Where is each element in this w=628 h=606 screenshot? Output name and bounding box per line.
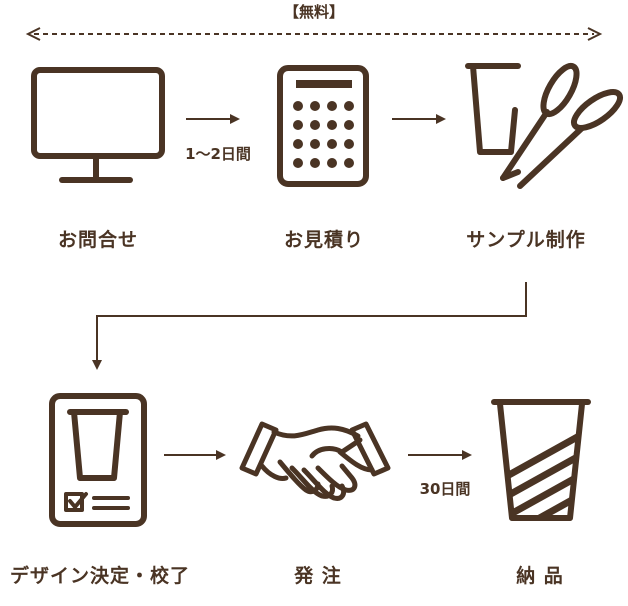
arrow-sample-to-design	[92, 282, 527, 370]
calculator-key-icon	[310, 139, 320, 149]
free-label: 【無料】	[284, 3, 344, 21]
step-label-estimate: お見積り	[284, 228, 364, 251]
checklist-tablet-icon	[49, 393, 147, 527]
step-label-inquiry: お問合せ	[58, 228, 138, 251]
calculator-key-icon	[310, 101, 320, 111]
monitor-icon	[31, 67, 165, 183]
calculator-key-icon	[293, 158, 303, 168]
calculator-key-icon	[327, 139, 337, 149]
calculator-key-icon	[344, 120, 354, 130]
step-label-design: デザイン決定・校了	[10, 564, 190, 587]
striped-cup-icon	[491, 399, 591, 521]
duration-inquiry-to-estimate: 1〜2日間	[185, 145, 251, 163]
calculator-key-icon	[293, 139, 303, 149]
calculator-key-icon	[310, 120, 320, 130]
step-label-delivery: 納 品	[516, 564, 564, 587]
calculator-icon	[277, 65, 369, 187]
calculator-key-icon	[344, 139, 354, 149]
calculator-key-icon	[293, 101, 303, 111]
calculator-key-icon	[327, 120, 337, 130]
free-range-dashed-arrow	[25, 27, 603, 41]
calculator-key-icon	[344, 158, 354, 168]
calculator-key-icon	[344, 101, 354, 111]
calculator-key-icon	[310, 158, 320, 168]
cup-and-scissors-icon	[465, 62, 623, 189]
duration-order-to-delivery: 30日間	[420, 480, 471, 498]
calculator-key-icon	[327, 101, 337, 111]
step-label-sample: サンプル制作	[466, 228, 585, 251]
calculator-key-icon	[293, 120, 303, 130]
step-label-order: 発 注	[293, 564, 342, 587]
calculator-key-icon	[327, 158, 337, 168]
handshake-icon	[239, 421, 391, 501]
